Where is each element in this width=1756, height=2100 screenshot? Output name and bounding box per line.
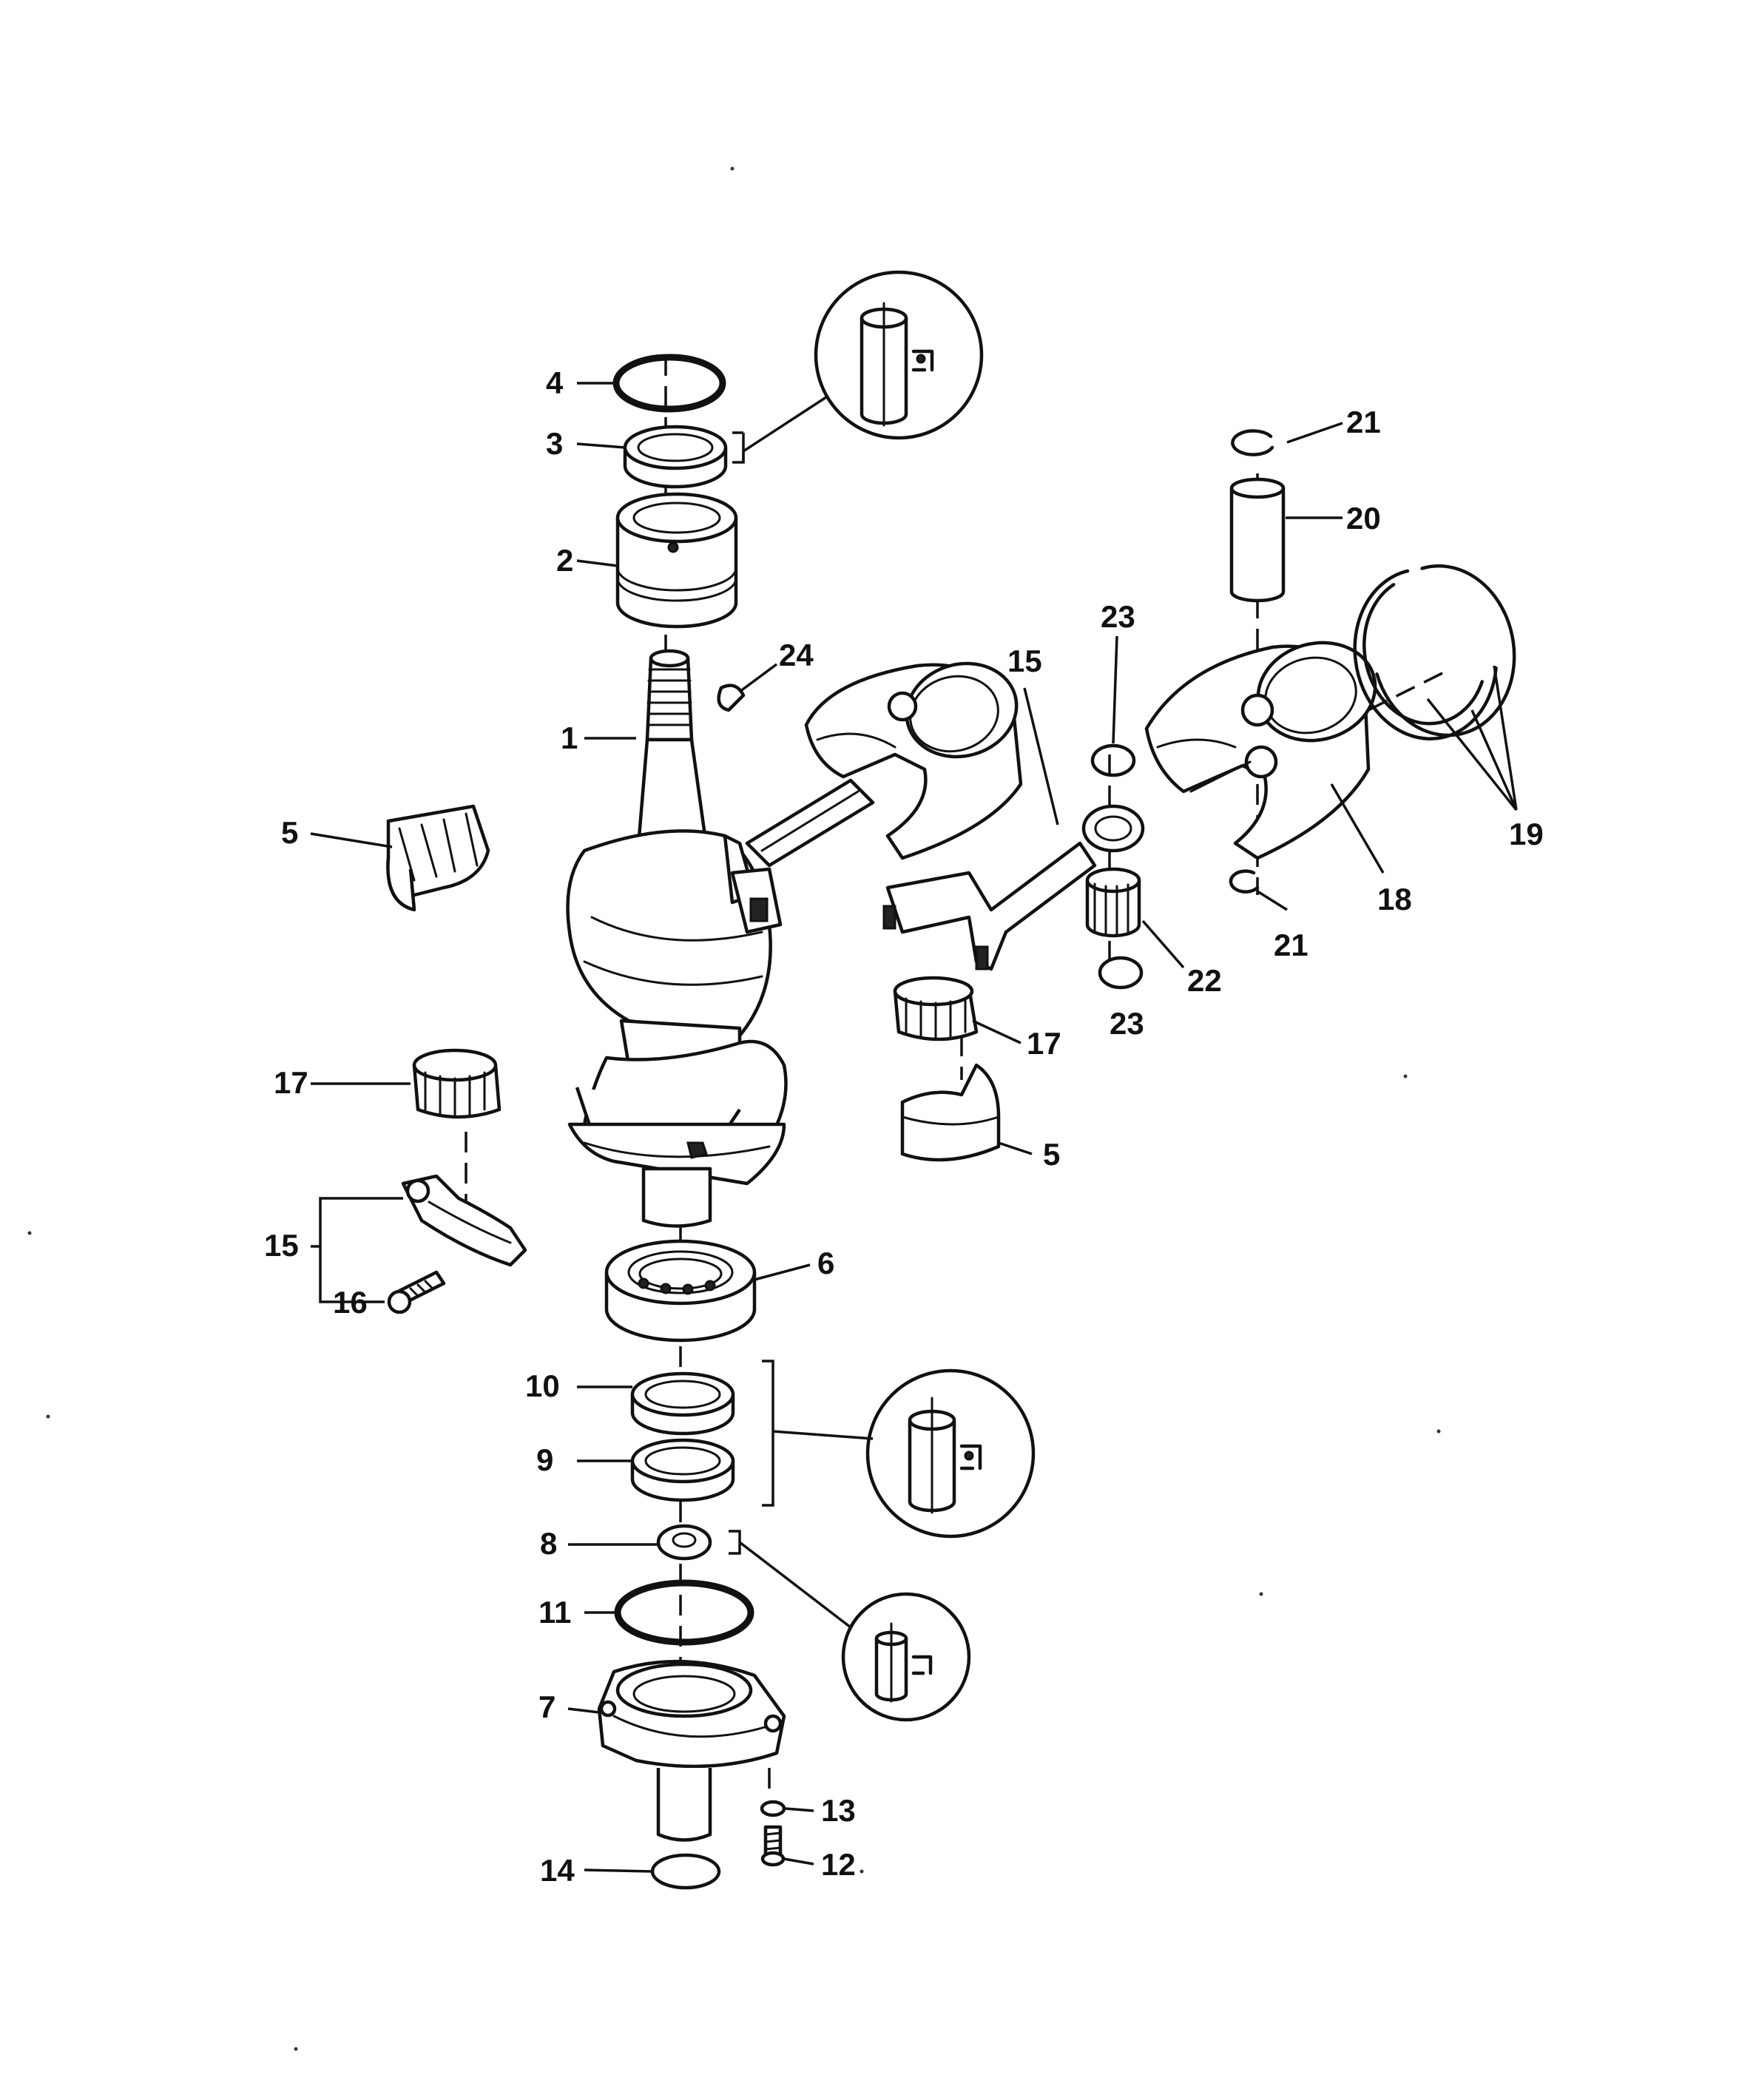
part-9-seal [630,1438,735,1502]
callout-17-right: 17 [1027,1026,1061,1061]
part-11-o-ring [614,1579,754,1646]
part-12-screw [760,1825,786,1867]
part-8-small-seal [656,1524,712,1561]
part-20-wrist-pin [1229,477,1286,603]
part-16-screw [387,1270,446,1314]
part-17-bearing-left [412,1048,502,1119]
part-19-piston-rings [1353,564,1516,740]
callout-22: 22 [1187,963,1222,998]
part-18-piston [1144,641,1377,860]
part-17-bearing-right [893,976,979,1041]
callout-21-bottom: 21 [1274,928,1308,962]
callout-20: 20 [1346,501,1381,536]
callout-6: 6 [817,1246,834,1280]
callout-16: 16 [333,1285,368,1320]
callout-15-right: 15 [1007,644,1042,678]
callout-5-right: 5 [1043,1137,1060,1172]
part-24-key [717,683,746,712]
part-23-washer-top [1090,743,1136,777]
callout-1: 1 [561,720,578,755]
part-14-o-ring [650,1853,721,1890]
callout-23-top: 23 [1101,599,1135,634]
part-1-crankshaft [566,649,788,1228]
part-5-bearing-cage-left [386,804,490,912]
callout-labels: 4 3 2 24 1 5 17 15 16 6 10 9 8 11 7 13 1… [264,365,1544,1888]
part-4-o-ring [612,354,726,413]
callout-17-left: 17 [274,1065,308,1100]
grease-lubricant-icon [874,1622,933,1703]
callout-12: 12 [821,1847,856,1882]
callout-3: 3 [546,426,563,461]
lubricant-callout-middle [762,1360,1036,1539]
callout-leader-lines [310,382,1518,1873]
part-13-washer [760,1800,786,1817]
grease-lubricant-icon [908,1397,982,1514]
callout-10: 10 [525,1368,560,1403]
part-5-bearing-cage-right [900,1063,1001,1162]
part-22-needle-bearing [1085,867,1141,938]
callout-21-top: 21 [1346,405,1381,439]
part-3-seal [623,425,728,489]
callout-11: 11 [538,1595,571,1630]
lubricant-callout-bottom [729,1530,971,1722]
callout-24: 24 [779,638,814,672]
callout-9: 9 [536,1442,553,1477]
callout-13: 13 [821,1793,856,1828]
part-10-seal [630,1371,735,1436]
callout-2: 2 [556,543,573,578]
part-23-washer-bottom [1098,956,1144,990]
scan-specks [27,166,1441,2051]
callout-19: 19 [1509,817,1544,851]
part-21-clip-top [1231,429,1274,456]
callout-15-left: 15 [264,1228,299,1263]
part-15-connecting-rod [882,804,1145,971]
callout-7: 7 [538,1689,555,1724]
callout-8: 8 [540,1526,557,1561]
part-2-upper-bearing [615,492,738,629]
part-7-end-cap [597,1659,786,1842]
callout-5-left: 5 [281,815,298,850]
grease-lubricant-icon [860,302,934,427]
callout-4: 4 [546,365,564,400]
part-6-ball-bearing [604,1239,757,1343]
callout-14: 14 [540,1853,575,1888]
part-21-clip-bottom [1229,869,1260,894]
assembled-rod-and-piston [730,661,1023,934]
callout-23-bottom: 23 [1110,1006,1144,1041]
part-15-rod-cap-left [401,1174,527,1267]
lubricant-callout-top [732,270,984,464]
callout-18: 18 [1377,882,1412,916]
